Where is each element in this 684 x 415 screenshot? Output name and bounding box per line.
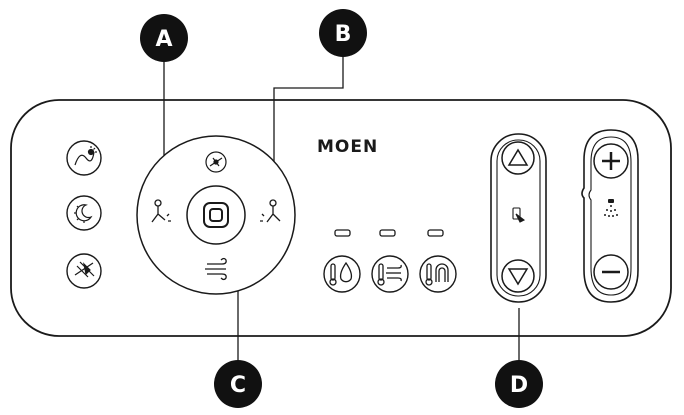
down-arrow-icon [507, 268, 529, 286]
seat-temperature-icon [425, 263, 449, 286]
rear-wash-icon[interactable] [151, 199, 171, 223]
callout-c: C [214, 360, 262, 408]
seat-warmer-button[interactable] [66, 140, 102, 176]
pressure-minus-button[interactable] [593, 254, 629, 290]
night-light-button[interactable] [66, 195, 102, 231]
callout-line-b [273, 55, 344, 198]
nozzle-clean-icon[interactable] [205, 151, 227, 173]
indicator-light-seat [427, 229, 444, 237]
plus-icon [602, 152, 620, 170]
nozzle-up-button[interactable] [501, 141, 535, 175]
pressure-plus-button[interactable] [593, 143, 629, 179]
stop-button[interactable] [186, 185, 246, 245]
callout-label-a: A [155, 27, 172, 52]
brand-logo: MOEN [317, 137, 378, 157]
water-temperature-icon [329, 261, 353, 286]
callout-b: B [319, 9, 367, 57]
auto-flush-button[interactable] [66, 253, 102, 289]
spray-icon [604, 199, 618, 217]
seat-temperature-button[interactable] [419, 255, 457, 293]
dryer-temperature-icon [377, 263, 402, 286]
night-light-icon [74, 204, 93, 223]
up-arrow-icon [507, 148, 529, 166]
dryer-temperature-button[interactable] [371, 255, 409, 293]
remote-body [10, 99, 672, 337]
seat-warmer-icon [74, 146, 97, 166]
nozzle-position-icon [512, 207, 526, 223]
dryer-icon[interactable] [205, 257, 227, 281]
indicator-light-water [334, 229, 351, 237]
indicator-light-dryer [379, 229, 396, 237]
callout-label-b: B [335, 22, 352, 47]
callout-d: D [495, 360, 543, 408]
auto-flush-icon [74, 261, 95, 278]
stop-button-icon [203, 202, 229, 228]
front-wash-icon[interactable] [260, 199, 281, 223]
nozzle-down-button[interactable] [501, 259, 535, 293]
callout-label-d: D [510, 373, 528, 398]
callout-a: A [140, 14, 188, 62]
callout-label-c: C [230, 373, 246, 398]
water-temperature-button[interactable] [323, 255, 361, 293]
